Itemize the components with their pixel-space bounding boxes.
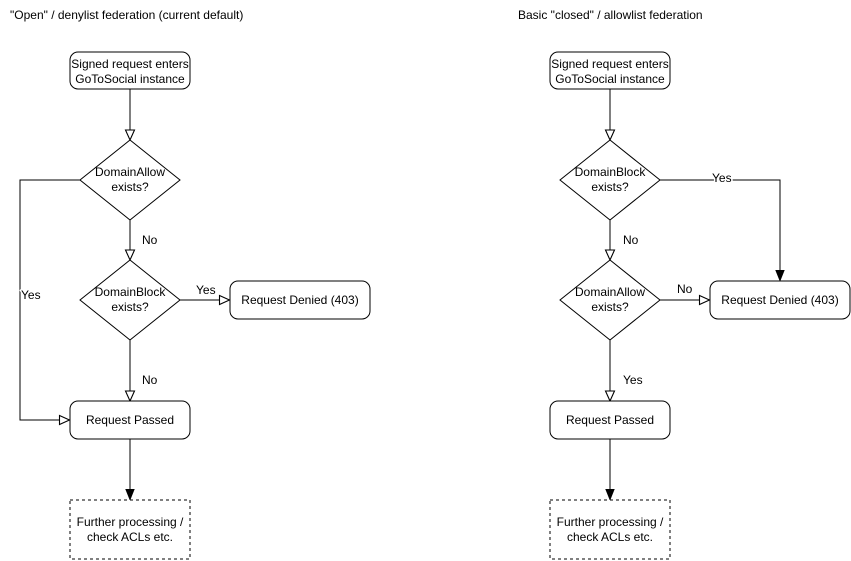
right-start-box	[549, 51, 671, 90]
left-passed-label: Request Passed	[86, 413, 174, 427]
left-decision-domainblock: DomainBlock exists?	[79, 259, 181, 341]
left-decision1-label-line1: DomainAllow	[95, 165, 165, 179]
right-decision-domainblock: DomainBlock exists?	[559, 139, 661, 221]
right-decision2-yes-label: Yes	[623, 373, 643, 387]
left-decision1-no-label: No	[142, 233, 158, 247]
right-denied-label: Request Denied (403)	[721, 293, 838, 307]
right-decision1-no-label: No	[623, 233, 639, 247]
right-denied-box	[709, 280, 851, 320]
left-decision2-yes-label: Yes	[196, 283, 216, 297]
right-further-node: Further processing / check ACLs etc.	[549, 499, 671, 560]
right-further-box	[549, 499, 671, 560]
right-passed-node: Request Passed	[549, 400, 671, 440]
left-decision1-label-line2: exists?	[111, 180, 149, 194]
left-decision2-diamond	[79, 259, 181, 341]
left-further-label-line2: check ACLs etc.	[87, 530, 173, 544]
left-further-box	[69, 499, 191, 560]
left-title: "Open" / denylist federation (current de…	[10, 8, 243, 22]
right-decision1-diamond	[559, 139, 661, 221]
left-start-label-line2: GoToSocial instance	[75, 72, 185, 86]
left-decision1-yes-label: Yes	[21, 288, 41, 302]
left-passed-node: Request Passed	[69, 400, 191, 440]
right-passed-label: Request Passed	[566, 413, 654, 427]
right-further-label-line1: Further processing /	[557, 515, 664, 529]
left-start-label-line1: Signed request enters	[71, 57, 188, 71]
right-further-label-line2: check ACLs etc.	[567, 530, 653, 544]
left-further-node: Further processing / check ACLs etc.	[69, 499, 191, 560]
left-start-box	[69, 51, 191, 90]
right-decision-domainallow: DomainAllow exists?	[559, 259, 661, 341]
right-decision2-diamond	[559, 259, 661, 341]
left-decision-domainallow: DomainAllow exists?	[79, 139, 181, 221]
right-start-label-line2: GoToSocial instance	[555, 72, 665, 86]
left-decision2-no-label: No	[142, 373, 158, 387]
left-further-label-line1: Further processing /	[77, 515, 184, 529]
right-decision1-label-line1: DomainBlock	[575, 165, 647, 179]
left-decision2-label-line1: DomainBlock	[95, 285, 167, 299]
left-start-node: Signed request enters GoToSocial instanc…	[69, 51, 191, 90]
right-flowchart: Basic "closed" / allowlist federation Ye…	[518, 8, 851, 560]
left-passed-box	[69, 400, 191, 440]
right-decision2-label-line2: exists?	[591, 300, 629, 314]
left-decision1-diamond	[79, 139, 181, 221]
right-denied-node: Request Denied (403)	[709, 280, 851, 320]
right-passed-box	[549, 400, 671, 440]
right-decision1-label-line2: exists?	[591, 180, 629, 194]
right-decision1-yes-label: Yes	[712, 171, 732, 185]
right-title: Basic "closed" / allowlist federation	[518, 8, 703, 22]
left-denied-label: Request Denied (403)	[241, 293, 358, 307]
left-flowchart: "Open" / denylist federation (current de…	[10, 8, 371, 560]
right-decision2-label-line1: DomainAllow	[575, 285, 645, 299]
right-edge-decision1-yes	[660, 179, 780, 281]
left-edge-decision1-yes	[19, 179, 80, 420]
left-denied-node: Request Denied (403)	[229, 280, 371, 320]
right-start-node: Signed request enters GoToSocial instanc…	[549, 51, 671, 90]
right-decision2-no-label: No	[677, 282, 693, 296]
left-decision2-label-line2: exists?	[111, 300, 149, 314]
right-start-label-line1: Signed request enters	[551, 57, 668, 71]
left-denied-box	[229, 280, 371, 320]
